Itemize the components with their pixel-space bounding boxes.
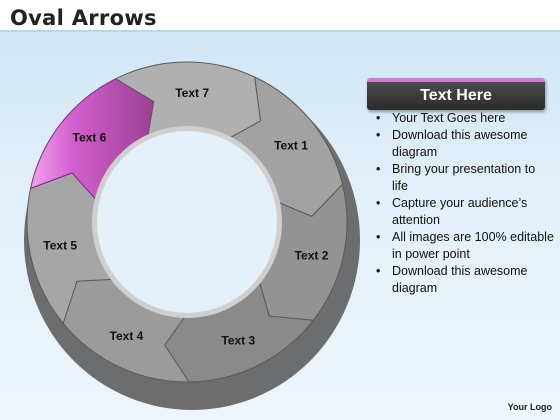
bullet-item: Download this awesome diagram xyxy=(374,263,554,297)
ring-hole xyxy=(97,131,277,313)
page-title: Oval Arrows xyxy=(10,6,157,30)
bullet-item: Bring your presentation to life xyxy=(374,161,554,195)
segment-label: Text 1 xyxy=(274,139,308,153)
segment-label: Text 3 xyxy=(221,333,255,347)
bullet-item: All images are 100% editable in power po… xyxy=(374,229,554,263)
panel-header: Text Here xyxy=(367,78,545,110)
title-divider xyxy=(0,30,560,32)
logo-text: Your Logo xyxy=(507,402,552,412)
segment-label: Text 5 xyxy=(43,239,77,253)
bullet-item: Capture your audience’s attention xyxy=(374,195,554,229)
bullet-item: Download this awesome diagram xyxy=(374,127,554,161)
segment-label: Text 7 xyxy=(175,86,209,100)
bullet-item: Your Text Goes here xyxy=(374,110,554,127)
segment-label: Text 4 xyxy=(110,329,144,343)
bullet-list: Your Text Goes here Download this awesom… xyxy=(374,110,554,297)
segment-label: Text 6 xyxy=(73,131,107,145)
segment-label: Text 2 xyxy=(295,249,329,263)
